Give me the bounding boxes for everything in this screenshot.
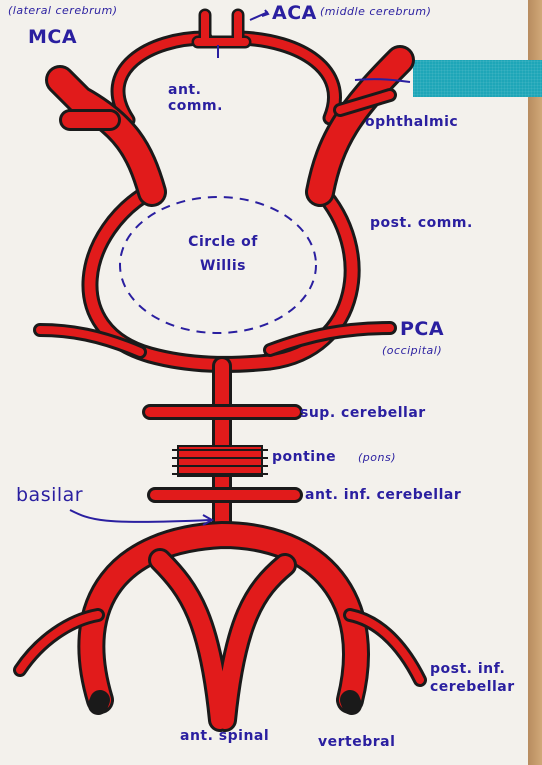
upper-loop (110, 30, 342, 128)
label-ant-inf-cerebellar: ant. inf. cerebellar (305, 487, 462, 503)
pca-branches (33, 321, 397, 359)
label-middle-cerebrum: (middle cerebrum) (320, 5, 432, 18)
circle-dashed (119, 196, 317, 334)
label-pontine: pontine (272, 449, 337, 465)
label-pca: PCA (400, 318, 445, 340)
table-edge (528, 0, 542, 765)
label-vertebral: vertebral (318, 734, 396, 750)
label-post-comm: post. comm. (370, 215, 473, 231)
label-occipital: (occipital) (382, 344, 443, 357)
pontine-branches (172, 445, 268, 477)
label-circle-of-willis: Circle of Willis (188, 234, 258, 274)
label-pons: (pons) (358, 451, 396, 464)
label-mca: MCA (28, 26, 78, 48)
label-ant-spinal: ant. spinal (180, 728, 270, 744)
label-basilar: basilar (16, 484, 84, 506)
aca-branches (191, 8, 252, 49)
label-aca: ACA (272, 2, 317, 24)
label-ophthalmic: ophthalmic (365, 114, 459, 130)
redaction-box (413, 60, 542, 97)
label-ant-comm: ant. comm. (168, 82, 223, 114)
label-lateral-cerebrum: (lateral cerebrum) (8, 4, 118, 17)
vertebral-arch (13, 521, 427, 732)
circle-ring (81, 181, 361, 373)
left-carotid (45, 65, 167, 207)
right-carotid (305, 45, 415, 207)
label-post-inf-cerebellar: post. inf. cerebellar (430, 661, 515, 695)
pointer-lines (69, 9, 411, 526)
label-sup-cerebellar: sup. cerebellar (300, 405, 426, 421)
